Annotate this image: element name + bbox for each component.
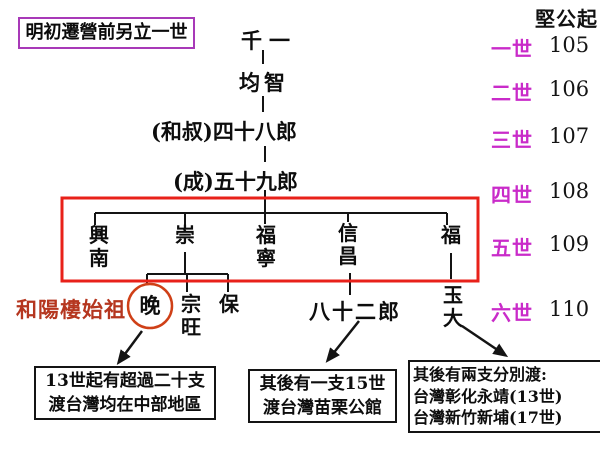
gen6-name-bao: 保 [219, 292, 239, 316]
generation-connectors [94, 50, 452, 295]
note-line: 台灣新竹新埔(17世) [413, 408, 563, 427]
ancestor-gen4-name: (成)五十九郎 [173, 169, 298, 194]
note-line: 其後有兩支分別渡: [413, 365, 547, 384]
generation-label: 六世 [491, 301, 533, 325]
gen5-name-funing: 福寧 [256, 223, 276, 270]
generation-label: 四世 [491, 183, 533, 207]
gen5-name-fu: 福 [441, 223, 461, 247]
generation-number: 106 [549, 77, 590, 101]
gen6-name-bashierlang: 八十二郎 [309, 299, 401, 324]
ancestor-gen3-name: (和叔)四十八郎 [151, 119, 297, 144]
arrow-wan-to-note1 [116, 330, 144, 366]
ancestor-gen1-name: 千一 [241, 28, 297, 53]
arrow-bashierlang-to-note2 [325, 320, 360, 363]
generation-number: 105 [549, 33, 590, 57]
generation-number: 107 [549, 124, 590, 148]
generation-label: 三世 [491, 128, 533, 152]
gen5-name-xinchang: 信昌 [338, 221, 358, 268]
note-line: 渡台灣均在中部地區 [48, 395, 202, 415]
founder-label: 和陽樓始祖 [16, 297, 126, 322]
note-box-miaoli: 其後有一支15世 渡台灣苗栗公館 [248, 369, 397, 423]
gen6-name-yuda: 玉大 [443, 283, 463, 330]
generation-label: 五世 [491, 236, 533, 260]
note-line: 台灣彰化永靖(13世) [413, 386, 563, 406]
generation-label: 一世 [491, 37, 533, 61]
gen6-name-zongwang: 宗旺 [181, 292, 201, 339]
slide-title: 明初遷營前另立一世 [18, 17, 195, 49]
ancestor-gen2-name: 均智 [239, 70, 289, 95]
generation-number: 109 [549, 232, 590, 256]
generation-number: 108 [549, 179, 590, 203]
generation-label: 二世 [491, 81, 533, 105]
generation-number: 110 [549, 297, 590, 321]
note-line: 渡台灣苗栗公館 [263, 398, 382, 418]
note-line: 其後有一支15世 [259, 374, 386, 394]
gen5-name-xingnan: 興南 [89, 223, 109, 270]
founder-wan-circle [126, 282, 174, 330]
gen5-name-chong: 崇 [175, 223, 195, 247]
arrow-yuda-to-note3 [461, 324, 509, 358]
note-box-central-taiwan: 13世起有超過二十支 渡台灣均在中部地區 [34, 366, 216, 420]
fifth-generation-highlight-box [60, 196, 480, 283]
origin-count-label: 堅公起 [535, 7, 598, 31]
note-line: 13世起有超過二十支 [45, 371, 205, 391]
note-box-changhua-hsinchu: 其後有兩支分別渡: 台灣彰化永靖(13世) 台灣新竹新埔(17世) [408, 360, 600, 433]
gen6-name-wan: 晚 [139, 293, 161, 318]
